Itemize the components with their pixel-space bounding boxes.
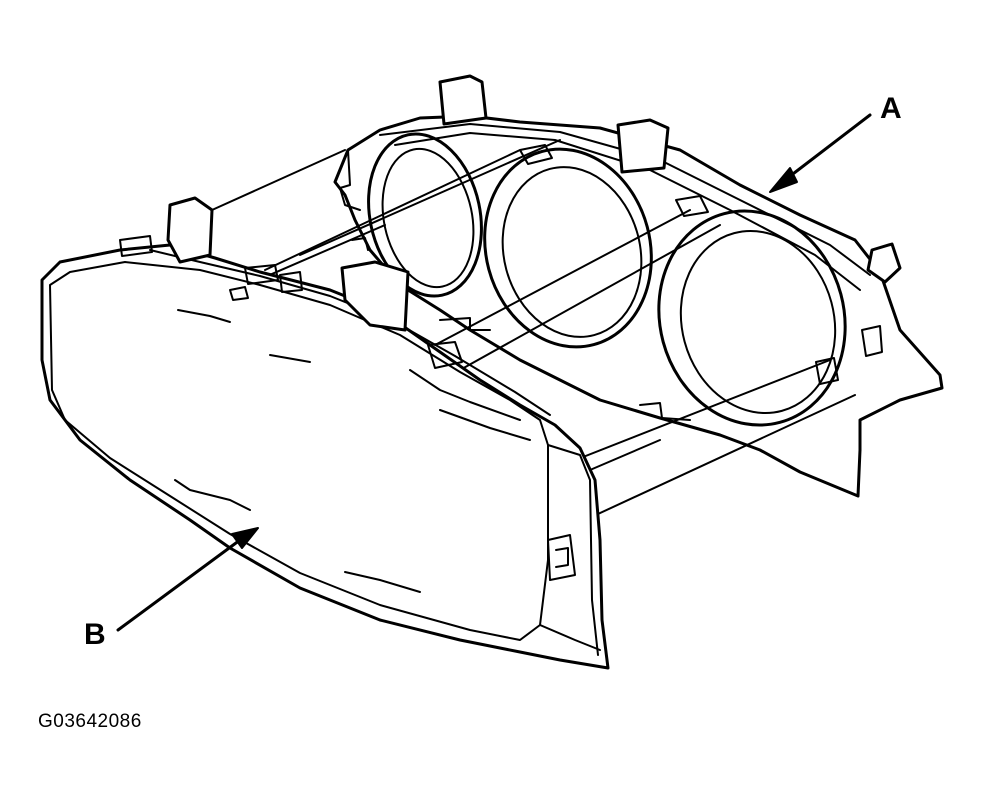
callout-label-a: A <box>880 92 902 125</box>
figure-code: G03642086 <box>38 711 142 732</box>
leader-arrow-a <box>769 113 872 193</box>
part-a-housing <box>333 74 944 498</box>
part-b-cluster <box>40 196 610 670</box>
callout-label-b: B <box>84 618 106 651</box>
leader-arrow-b <box>116 527 259 632</box>
